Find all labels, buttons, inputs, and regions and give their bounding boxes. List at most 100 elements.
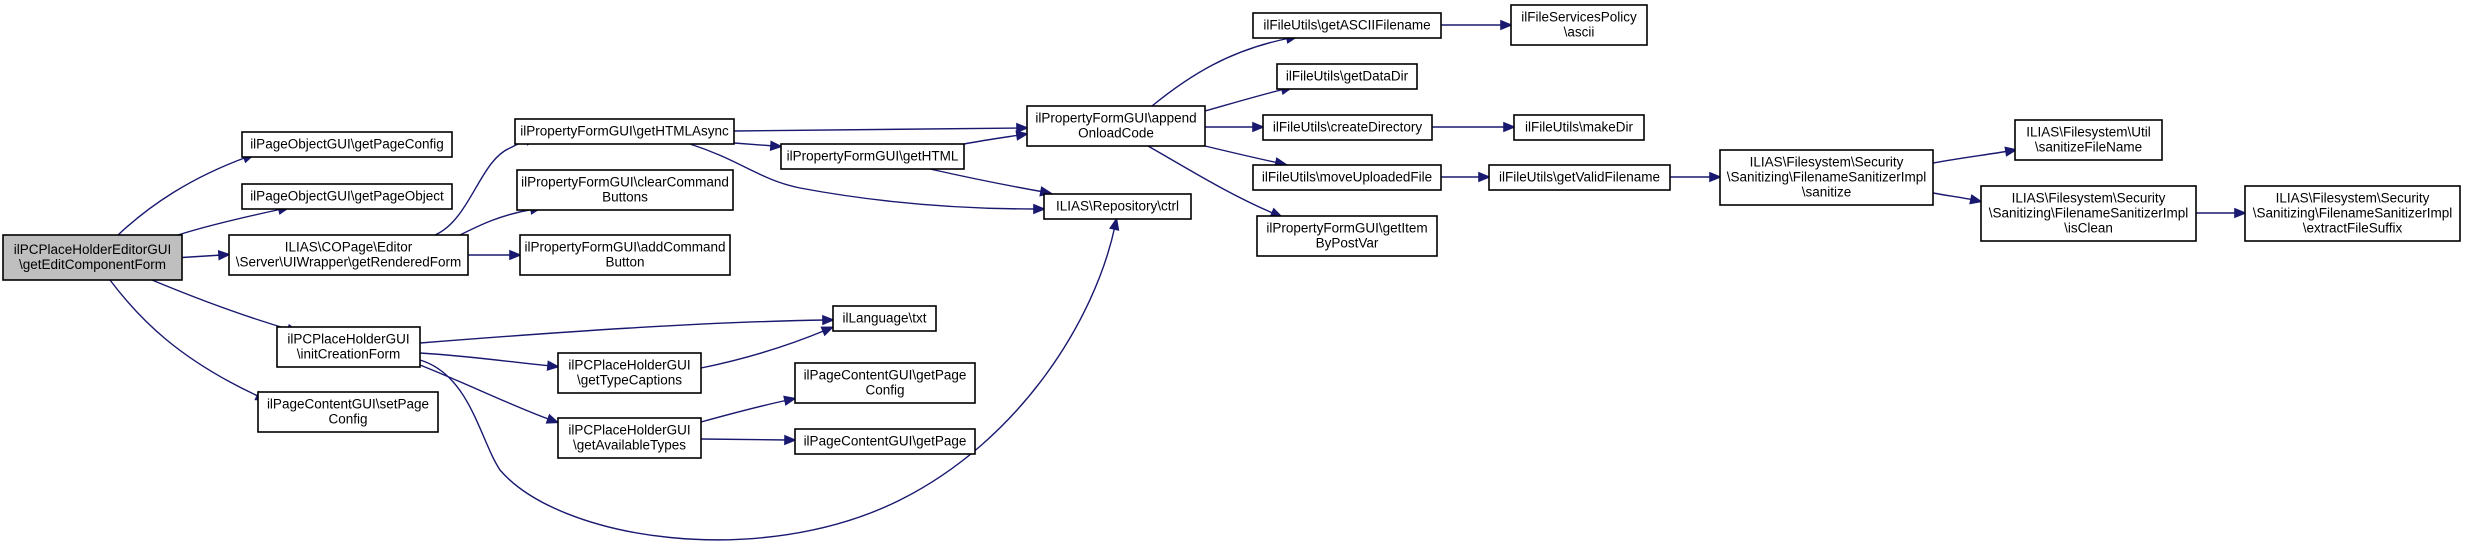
node-box (557, 417, 702, 459)
node-label-line: Config (328, 412, 367, 427)
node-box (514, 118, 735, 145)
node-label-line: ilPropertyFormGUI\getHTML (787, 149, 959, 164)
arrowhead-icon (2234, 207, 2248, 219)
node-box (1276, 63, 1418, 90)
node-label-line: Config (865, 383, 904, 398)
node-sanitize[interactable]: ILIAS\Filesystem\Security\Sanitizing\Fil… (1719, 149, 1934, 206)
node-box (516, 169, 734, 211)
edge-getHTML-to-ctrl (929, 168, 1053, 197)
node-label-line: ilPageContentGUI\getPage (804, 434, 967, 449)
node-getValidFilename[interactable]: ilFileUtils\getValidFilename (1488, 164, 1671, 191)
node-getHTML[interactable]: ilPropertyFormGUI\getHTML (780, 143, 965, 170)
edge-line (459, 208, 535, 236)
node-moveUploadedFile[interactable]: ilFileUtils\moveUploadedFile (1252, 164, 1442, 191)
arrowhead-icon (1016, 122, 1030, 134)
node-getRenderedForm[interactable]: ILIAS\COPage\Editor\Server\UIWrapper\get… (228, 234, 469, 276)
node-label-line: ilPageContentGUI\setPage (267, 397, 429, 412)
node-box (1256, 215, 1438, 257)
node-getPageConfig[interactable]: ilPageObjectGUI\getPageConfig (241, 131, 453, 158)
arrowhead-icon (1969, 194, 1983, 205)
edge-line (700, 329, 827, 369)
node-getPageObject[interactable]: ilPageObjectGUI\getPageObject (241, 183, 453, 210)
node-label-line: ilPropertyFormGUI\addCommand (524, 240, 725, 255)
node-label-line: OnloadCode (1078, 126, 1154, 141)
node-label-line: ilPageObjectGUI\getPageConfig (250, 137, 444, 152)
edge-getAvailableTypes-to-pcGetPage (700, 434, 798, 446)
node-label-line: \extractFileSuffix (2303, 221, 2403, 236)
node-box (557, 352, 702, 394)
node-pcGetPageConfig[interactable]: ilPageContentGUI\getPageConfig (794, 362, 976, 404)
node-label-line: ILIAS\Filesystem\Security (2276, 191, 2430, 206)
arrowhead-icon (1709, 171, 1723, 183)
edge-appendOnloadCode-to-getASCIIFilename (1151, 33, 1299, 107)
node-label-line: \getTypeCaptions (577, 373, 682, 388)
node-label-line: \Sanitizing\FilenameSanitizerImpl (1727, 170, 1927, 185)
node-sanitizeFileName[interactable]: ILIAS\Filesystem\Util\sanitizeFileName (2014, 119, 2163, 161)
node-getHTMLAsync[interactable]: ilPropertyFormGUI\getHTMLAsync (514, 118, 735, 145)
node-getASCIIFilename[interactable]: ilFileUtils\getASCIIFilename (1252, 12, 1442, 39)
edge-line (181, 254, 223, 259)
node-label-line: ilFileUtils\createDirectory (1273, 120, 1423, 135)
edge-line (689, 143, 1038, 210)
edge-appendOnloadCode-to-moveUploadedFile (1204, 145, 1288, 168)
node-getDataDir[interactable]: ilFileUtils\getDataDir (1276, 63, 1418, 90)
node-ascii[interactable]: ilFileServicesPolicy\ascii (1510, 4, 1648, 46)
node-ctrl[interactable]: ILIAS\Repository\ctrl (1043, 193, 1192, 220)
node-txt[interactable]: ilLanguage\txt (832, 305, 937, 332)
node-label-line: ilFileUtils\getASCIIFilename (1263, 18, 1430, 33)
node-box (832, 305, 937, 332)
node-initCreationForm[interactable]: ilPCPlaceHolderGUI\initCreationForm (276, 326, 421, 368)
arrowhead-icon (1015, 130, 1029, 141)
node-box (276, 326, 421, 368)
node-box (1043, 193, 1192, 220)
arrowhead-icon (546, 360, 560, 371)
node-label-line: \isClean (2064, 221, 2113, 236)
node-extractFileSuffix[interactable]: ILIAS\Filesystem\Security\Sanitizing\Fil… (2244, 185, 2461, 242)
arrowhead-icon (820, 326, 835, 337)
node-label-line: ilPCPlaceHolderGUI (568, 358, 690, 373)
node-box (519, 234, 731, 276)
node-label-line: ilPageContentGUI\getPage (804, 368, 967, 383)
node-root[interactable]: ilPCPlaceHolderEditorGUI\getEditComponen… (2, 234, 183, 281)
node-createDirectory[interactable]: ilFileUtils\createDirectory (1262, 114, 1433, 141)
node-label-line: \ascii (1564, 25, 1595, 40)
edge-line (1204, 145, 1280, 164)
arrowhead-icon (545, 413, 560, 424)
edge-getHTMLAsync-to-ctrl (689, 143, 1047, 215)
edge-line (963, 134, 1021, 145)
node-box (2244, 185, 2461, 242)
node-box (1252, 12, 1442, 39)
node-label-line: ilPropertyFormGUI\clearCommand (521, 175, 729, 190)
node-label-line: \sanitizeFileName (2035, 140, 2142, 155)
node-label-line: ILIAS\COPage\Editor (285, 240, 413, 255)
node-label-line: \sanitize (1802, 185, 1852, 200)
node-pcGetPage[interactable]: ilPageContentGUI\getPage (794, 428, 976, 455)
arrowhead-icon (217, 250, 232, 261)
edge-initCreationForm-to-getTypeCaptions (419, 352, 560, 371)
node-box (228, 234, 469, 276)
node-box (1026, 105, 1206, 147)
node-getTypeCaptions[interactable]: ilPCPlaceHolderGUI\getTypeCaptions (557, 352, 702, 394)
edge-line (419, 225, 1116, 541)
node-label-line: ilFileUtils\getDataDir (1286, 69, 1409, 84)
edge-createDirectory-to-makeDir (1432, 121, 1517, 133)
edge-line (700, 438, 789, 441)
edge-getASCIIFilename-to-ascii (1441, 19, 1514, 31)
edge-initCreationForm-to-getAvailableTypes (419, 364, 560, 424)
node-label-line: ilFileUtils\moveUploadedFile (1262, 170, 1432, 185)
node-getAvailableTypes[interactable]: ilPCPlaceHolderGUI\getAvailableTypes (557, 417, 702, 459)
edge-initCreationForm-to-ctrl (419, 217, 1120, 541)
arrowhead-icon (2004, 146, 2018, 157)
edge-sanitize-to-isClean (1932, 192, 1983, 205)
node-isClean[interactable]: ILIAS\Filesystem\Security\Sanitizing\Fil… (1980, 185, 2197, 242)
node-makeDir[interactable]: ilFileUtils\makeDir (1513, 114, 1645, 141)
edge-sanitize-to-sanitizeFileName (1932, 146, 2018, 164)
edge-line (1932, 150, 2010, 164)
edge-getHTML-to-appendOnloadCode (963, 130, 1029, 145)
